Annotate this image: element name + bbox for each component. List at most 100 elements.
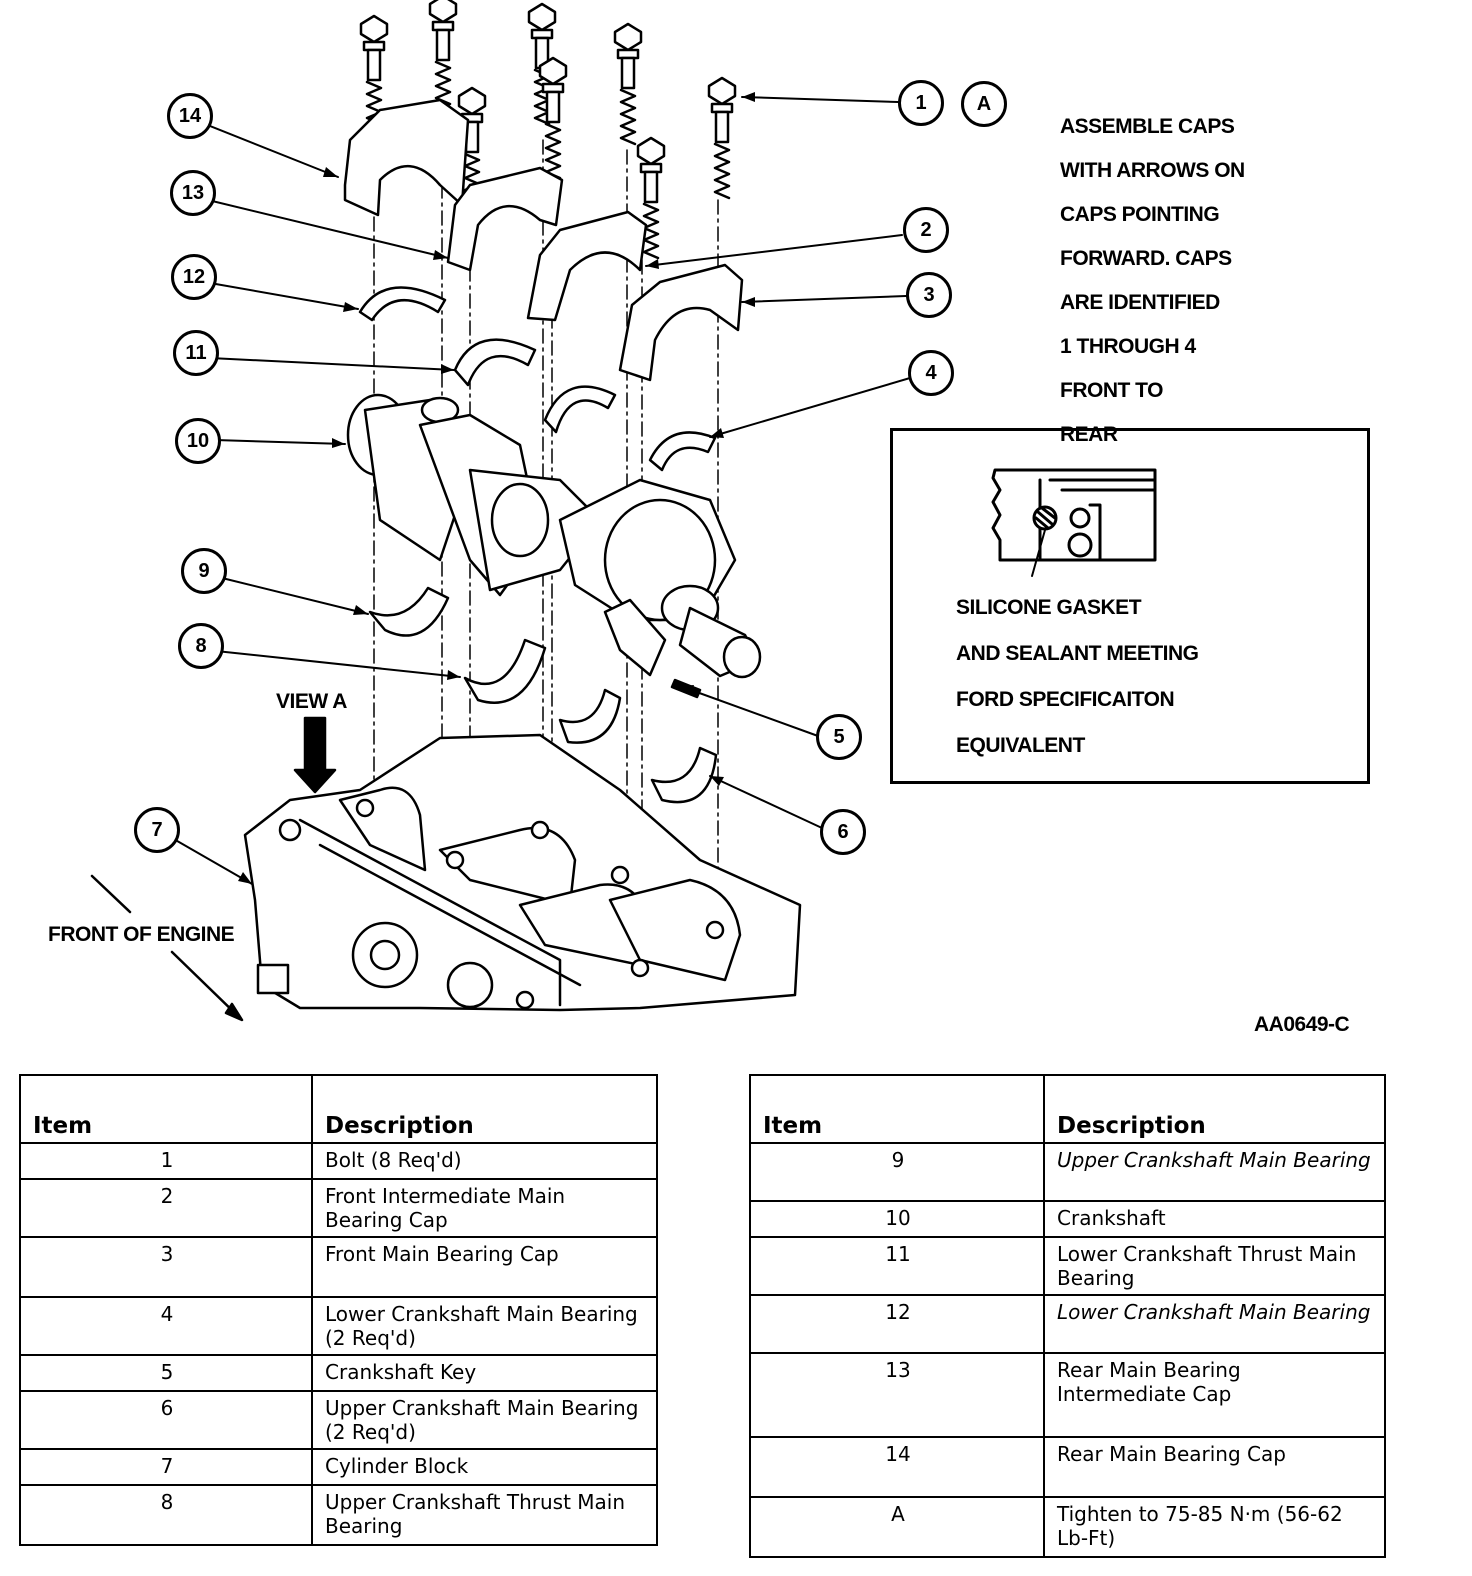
callout-11: 11 xyxy=(173,330,219,376)
rear-intermediate-cap xyxy=(446,166,564,272)
column-header-description: Description xyxy=(311,1074,658,1144)
item-description: Tighten to 75-85 N·m (56-62 Lb-Ft) xyxy=(1043,1496,1386,1558)
callout-12: 12 xyxy=(171,254,217,300)
item-description: Crankshaft xyxy=(1043,1200,1386,1238)
callout-10: 10 xyxy=(175,418,221,464)
callout-4: 4 xyxy=(908,350,954,396)
view-a-arrow-icon xyxy=(293,716,337,794)
callout-5: 5 xyxy=(816,714,862,760)
item-number: 11 xyxy=(749,1236,1045,1296)
item-description: Upper Crankshaft Thrust Main Bearing xyxy=(311,1484,658,1546)
front-of-engine-arrows xyxy=(90,874,244,1022)
item-description: Cylinder Block xyxy=(311,1448,658,1486)
item-description: Bolt (8 Req'd) xyxy=(311,1142,658,1180)
item-number: 10 xyxy=(749,1200,1045,1238)
bolt-icon xyxy=(707,76,737,200)
lower-main-bearing-4 xyxy=(648,431,717,472)
item-number: 12 xyxy=(749,1294,1045,1354)
item-description: Crankshaft Key xyxy=(311,1354,658,1392)
item-description: Rear Main Bearing Intermediate Cap xyxy=(1043,1352,1386,1438)
upper-main-bearing-9 xyxy=(368,586,450,637)
leader-arrowheads xyxy=(238,92,755,884)
callout-9: 9 xyxy=(181,548,227,594)
upper-main-bearing-mid xyxy=(558,688,622,744)
exploded-view-diagram xyxy=(90,0,1157,1022)
item-number: 9 xyxy=(749,1142,1045,1202)
callout-1: 1 xyxy=(898,80,944,126)
item-description: Lower Crankshaft Thrust Main Bearing xyxy=(1043,1236,1386,1296)
column-header-description: Description xyxy=(1043,1074,1386,1144)
front-main-bearing-cap xyxy=(618,263,744,382)
bolt-icon xyxy=(613,22,643,146)
front-of-engine-label: FRONT OF ENGINE xyxy=(48,923,235,946)
item-number: 3 xyxy=(19,1236,313,1298)
leader-lines xyxy=(171,96,911,885)
lower-main-bearing-mid xyxy=(543,385,617,434)
item-description: Lower Crankshaft Main Bearing xyxy=(1043,1294,1386,1354)
bolt-icon xyxy=(359,14,389,138)
item-number: 5 xyxy=(19,1354,313,1392)
item-number: 6 xyxy=(19,1390,313,1450)
crankshaft xyxy=(346,393,762,699)
column-header-item: Item xyxy=(19,1074,313,1144)
item-number: 8 xyxy=(19,1484,313,1546)
item-description: Front Main Bearing Cap xyxy=(311,1236,658,1298)
cylinder-block xyxy=(243,733,802,1012)
item-number: 7 xyxy=(19,1448,313,1486)
item-number: 14 xyxy=(749,1436,1045,1498)
figure-id: AA0649-C xyxy=(1254,1013,1350,1036)
item-description: Upper Crankshaft Main Bearing xyxy=(1043,1142,1386,1202)
lower-thrust-bearing-11 xyxy=(453,338,537,387)
item-number: A xyxy=(749,1496,1045,1558)
bolt-icon xyxy=(636,136,666,260)
callout-3: 3 xyxy=(906,272,952,318)
assembly-note: ASSEMBLE CAPS WITH ARROWS ON CAPS POINTI… xyxy=(1060,115,1245,446)
callout-7: 7 xyxy=(134,807,180,853)
sealant-detail-illustration xyxy=(991,468,1157,577)
callout-2: 2 xyxy=(903,207,949,253)
item-description: Lower Crankshaft Main Bearing (2 Req'd) xyxy=(311,1296,658,1356)
bearing-shells xyxy=(358,286,718,804)
callout-13: 13 xyxy=(170,170,216,216)
callout-a: A xyxy=(961,81,1007,127)
bearing-caps xyxy=(343,98,744,382)
rear-main-bearing-cap xyxy=(343,98,470,217)
item-description: Upper Crankshaft Main Bearing (2 Req'd) xyxy=(311,1390,658,1450)
bolt-icon xyxy=(457,86,487,210)
callout-6: 6 xyxy=(820,809,866,855)
bolt-icon xyxy=(428,0,458,118)
item-number: 1 xyxy=(19,1142,313,1180)
upper-thrust-bearing-8 xyxy=(463,638,547,704)
front-intermediate-cap xyxy=(526,210,648,322)
column-header-item: Item xyxy=(749,1074,1045,1144)
callout-8: 8 xyxy=(178,623,224,669)
bolt-icon xyxy=(538,56,568,180)
sealant-detail-inset xyxy=(890,428,1370,784)
item-number: 13 xyxy=(749,1352,1045,1438)
item-description: Front Intermediate Main Bearing Cap xyxy=(311,1178,658,1238)
upper-main-bearing-6 xyxy=(650,746,718,804)
item-number: 2 xyxy=(19,1178,313,1238)
view-a-label: VIEW A xyxy=(276,690,347,713)
lower-main-bearing-12 xyxy=(358,286,447,322)
item-number: 4 xyxy=(19,1296,313,1356)
sealant-detail-caption: SILICONE GASKET AND SEALANT MEETING FORD… xyxy=(956,596,1199,757)
item-description: Rear Main Bearing Cap xyxy=(1043,1436,1386,1498)
callout-14: 14 xyxy=(167,93,213,139)
